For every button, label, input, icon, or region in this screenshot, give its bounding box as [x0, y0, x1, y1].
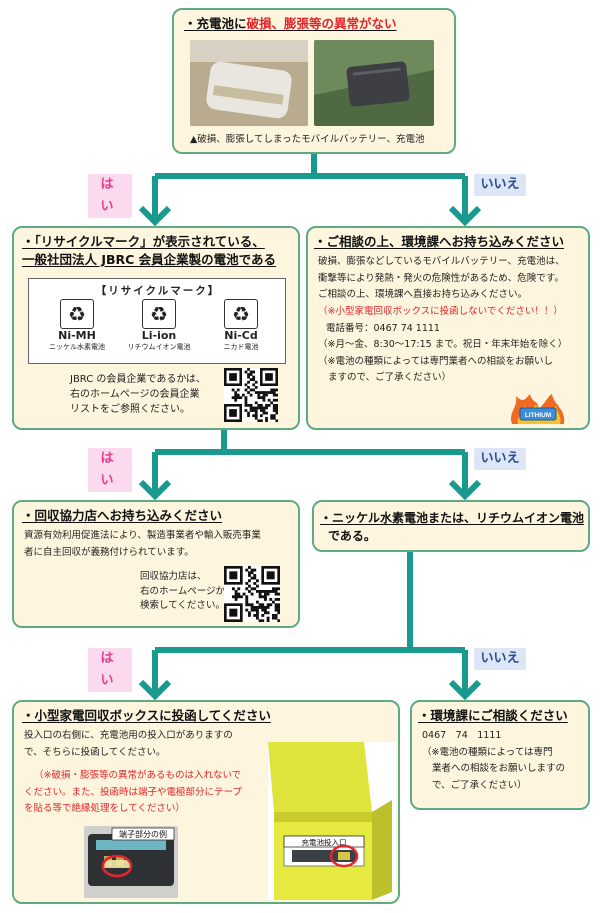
arrow-head	[448, 479, 482, 501]
q2-title-line2: 一般社団法人 JBRC 会員企業製の電池である	[22, 252, 277, 267]
consult-title: ・ご相談の上、環境課へお持ち込みください	[314, 234, 565, 249]
box-drop-title: ・小型家電回収ボックスに投函してください	[22, 708, 271, 723]
consult-warning: （※小型家電回収ボックスに投函しないでください！！）	[318, 305, 563, 317]
consult-hours: （※月～金、8:30～17:15 まで。祝日・年末年始を除く）	[318, 339, 568, 351]
recycle-icon: ♻	[60, 299, 94, 329]
box-drop-box: ・小型家電回収ボックスに投函してください 投入口の右側に、充電池用の投入口があり…	[12, 700, 400, 904]
jbrc-qr-code[interactable]	[224, 368, 279, 423]
q2-no-label: いいえ	[474, 448, 526, 470]
q3-no-label: いいえ	[474, 648, 526, 670]
q1-caption: ▲破損、膨張してしまったモバイルバッテリー、充電池	[190, 134, 425, 145]
arrow-head	[138, 679, 172, 701]
damaged-battery-photo-2	[314, 40, 434, 126]
store-box: ・回収協力店へお持ち込みください 資源有効利用促進法により、製造事業者や輸入販売…	[12, 500, 300, 628]
consult-box: ・ご相談の上、環境課へお持ち込みください 破損、膨張などしているモバイルバッテリ…	[306, 226, 590, 430]
env-body: 0467 74 1111 （※電池の種類によっては専門 業者への相談をお願いしま…	[422, 730, 566, 791]
mark-name: ニッケル水素電池	[49, 343, 105, 351]
q3-box: ・ニッケル水素電池または、リチウムイオン電池 である。	[312, 500, 590, 552]
arrow-head	[448, 679, 482, 701]
mark-name: ニカド電池	[223, 343, 259, 351]
recycle-mark-liion: ♻ Li-ion リチウムイオン電池	[127, 299, 191, 352]
arrow-head	[138, 479, 172, 501]
terminal-example-photo: 端子部分の例	[84, 826, 178, 898]
svg-text:充電池投入口: 充電池投入口	[302, 837, 347, 847]
recycle-mark-header: 【リサイクルマーク】	[95, 285, 221, 297]
q1-box: ・充電池に破損、膨張等の異常がない ▲破損、膨張してしまったモバイルバッテリー、…	[172, 8, 456, 154]
q2-connector	[152, 430, 468, 492]
consult-body: 破損、膨張などしているモバイルバッテリー、充電池は、 衝撃等により発熱・発火の危…	[318, 256, 568, 384]
q2-jbrc-text: JBRC の会員企業であるかは、 右のホームページの会員企業 リストをご参照くだ…	[70, 374, 206, 415]
mark-code: Li-ion	[141, 329, 177, 342]
q1-title: ・充電池に破損、膨張等の異常がない	[184, 16, 397, 31]
env-title: ・環境課にご相談ください	[418, 708, 568, 723]
battery-fire-icon: LITHIUM	[508, 394, 568, 426]
box-drop-warning: （※破損・膨張等の異常があるものは入れないで ください。また、投函時は端子や電極…	[24, 770, 242, 815]
consult-phone: 電話番号：0467 74 1111	[326, 322, 440, 334]
arrow-head	[138, 205, 172, 227]
svg-text:端子部分の例: 端子部分の例	[119, 829, 167, 839]
mark-code: Ni-MH	[58, 329, 96, 342]
q3-yes-label: は い	[88, 648, 132, 692]
q1-connector	[152, 154, 468, 218]
recycle-icon: ♻	[142, 299, 176, 329]
store-title: ・回収協力店へお持ち込みください	[22, 508, 223, 523]
svg-text:LITHIUM: LITHIUM	[525, 412, 551, 419]
box-drop-body: 投入口の右側に、充電池用の投入口がありますの で、そちらに投函してください。	[24, 730, 233, 758]
recycle-icon: ♻	[224, 299, 258, 329]
recycle-mark-nicd: ♻ Ni-Cd ニカド電池	[211, 299, 271, 352]
env-box: ・環境課にご相談ください 0467 74 1111 （※電池の種類によっては専門…	[410, 700, 590, 810]
damaged-battery-photo	[190, 40, 308, 126]
q3-title-line2: である。	[328, 529, 376, 543]
recycle-mark-panel: 【リサイクルマーク】 ♻ Ni-MH ニッケル水素電池 ♻ Li-ion リチウ…	[28, 278, 286, 364]
store-body: 資源有効利用促進法により、製造事業者や輸入販売事業 者に自主回収が義務付けられて…	[24, 530, 261, 558]
q2-yes-label: は い	[88, 448, 132, 492]
q1-yes-label: は い	[88, 174, 132, 218]
collection-box-photo: 充電池投入口	[268, 742, 396, 900]
store-qr-code[interactable]	[224, 566, 281, 623]
q1-no-label: いいえ	[474, 174, 526, 196]
env-phone: 0467 74 1111	[422, 730, 502, 741]
q2-title-line1: ・「リサイクルマーク」が表示されている、	[22, 234, 265, 249]
q3-title-line1: ・ニッケル水素電池または、リチウムイオン電池	[320, 511, 585, 525]
recycle-mark-nimh: ♻ Ni-MH ニッケル水素電池	[47, 299, 107, 352]
q2-box: ・「リサイクルマーク」が表示されている、 一般社団法人 JBRC 会員企業製の電…	[12, 226, 300, 430]
mark-name: リチウムイオン電池	[127, 343, 191, 351]
q3-connector	[152, 552, 468, 692]
arrow-head	[448, 205, 482, 227]
store-search-text: 回収協力店は、 右のホームページから 検索してください。	[140, 571, 235, 612]
mark-code: Ni-Cd	[224, 329, 258, 342]
